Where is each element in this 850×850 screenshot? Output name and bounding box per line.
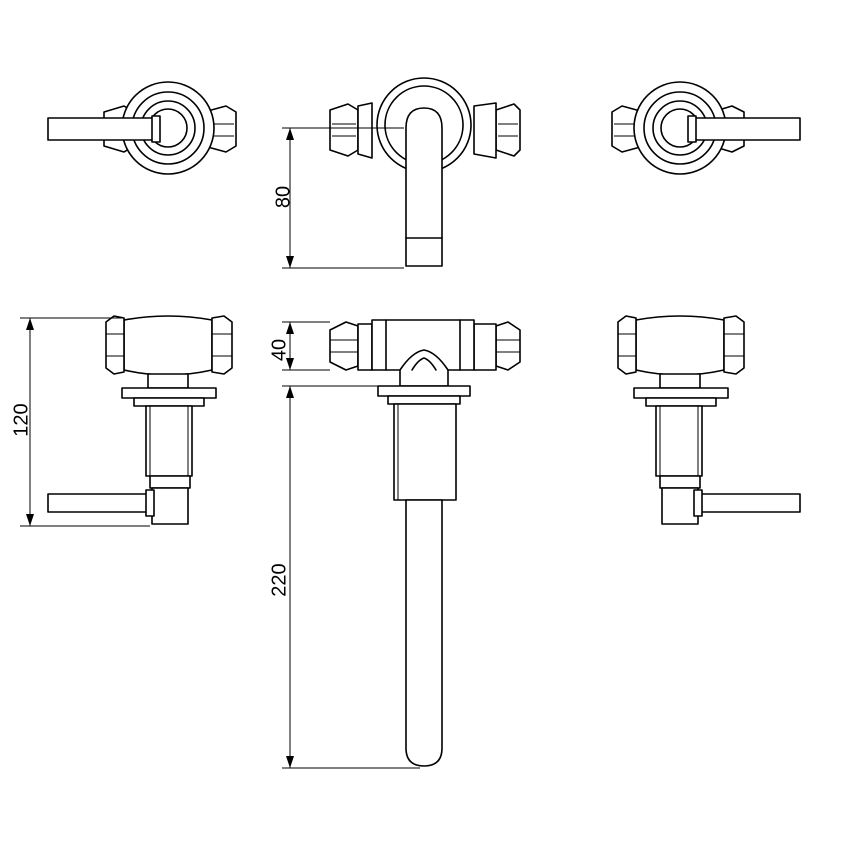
top-left-valve — [47, 81, 237, 175]
dimension-220: 220 — [268, 386, 420, 769]
dimension-40: 40 — [268, 321, 378, 387]
dimension-label-40: 40 — [268, 339, 290, 361]
dimension-label-80: 80 — [272, 186, 294, 208]
dimension-80: 80 — [272, 127, 404, 269]
front-spout — [329, 319, 521, 767]
top-right-valve — [611, 81, 801, 175]
dimension-120: 120 — [10, 317, 150, 527]
dimension-label-220: 220 — [268, 563, 290, 596]
dimension-label-120: 120 — [10, 403, 32, 436]
top-spout — [329, 77, 521, 267]
front-right-valve — [617, 315, 801, 525]
front-left-valve — [47, 315, 233, 525]
